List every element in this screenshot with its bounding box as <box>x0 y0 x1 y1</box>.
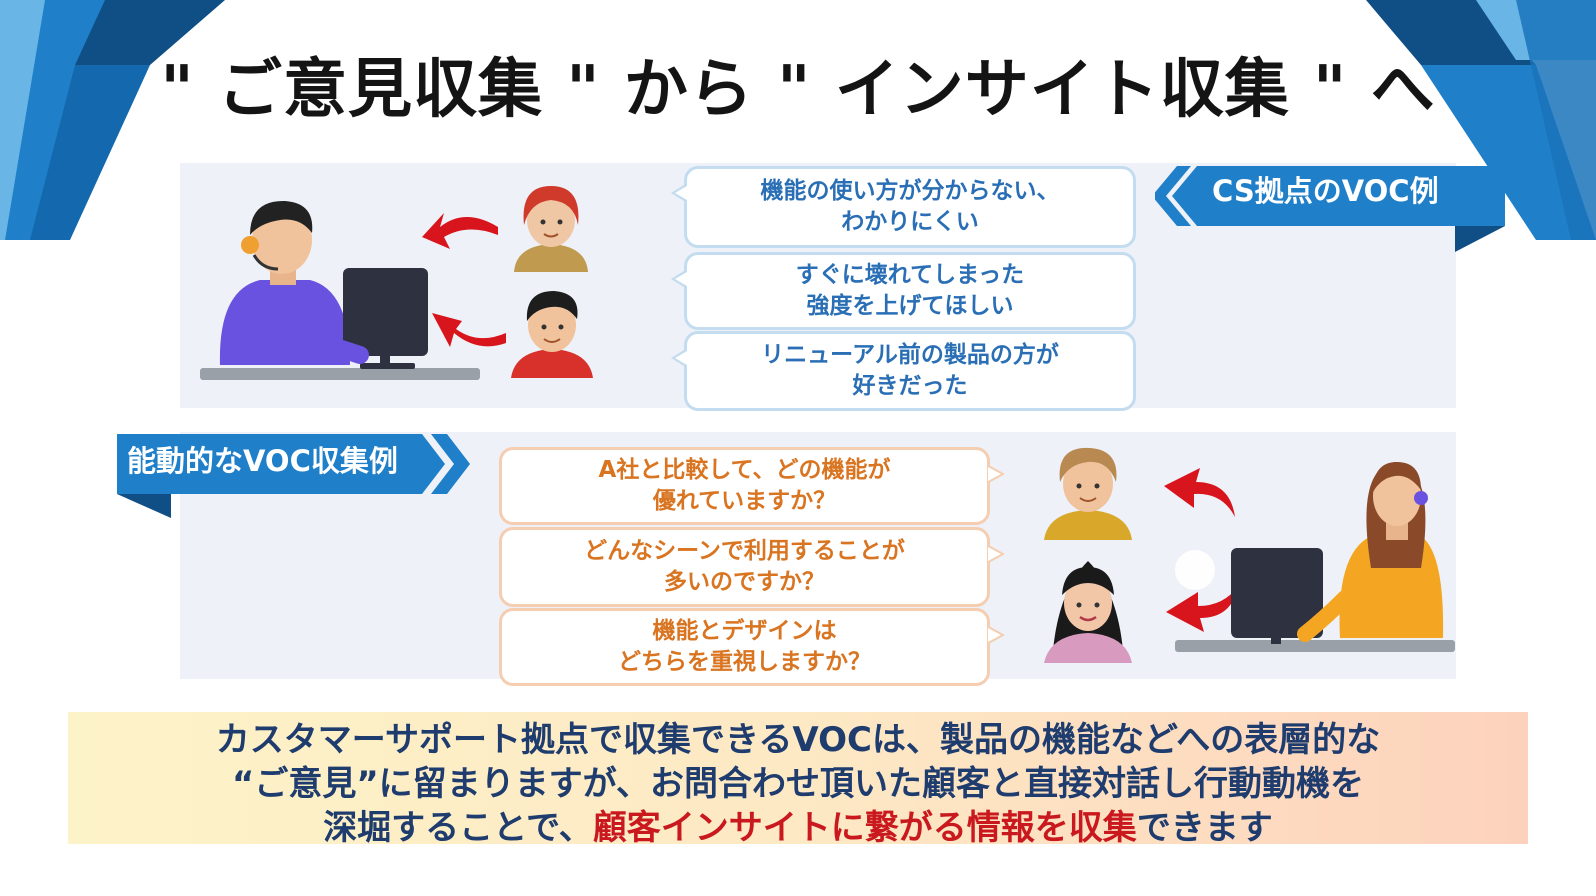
active-voc-bubble-1: A社と比較して、どの機能が優れていますか？ <box>499 447 1005 525</box>
cs-voc-bubble-3: リニューアル前の製品の方が好きだった <box>671 331 1136 411</box>
bubble-line: すぐに壊れてしまった <box>795 262 1025 288</box>
cs-voc-tag-ribbon <box>1155 166 1505 252</box>
customer-woman-avatar <box>514 186 588 272</box>
bubble-line: 多いのですか？ <box>663 569 825 595</box>
support-operator-illustration <box>200 200 480 380</box>
bubble-line: 好きだった <box>852 373 968 399</box>
bubble-line: A社と比較して、どの機能が <box>598 457 891 483</box>
active-voc-bubble-2: どんなシーンで利用することが多いのですか？ <box>499 527 1005 607</box>
bubble-line: どんなシーンで利用することが <box>584 538 905 564</box>
speech-tail <box>987 625 1005 645</box>
active-voc-tag-label: 能動的なVOC収集例 <box>127 444 398 478</box>
summary-line-2: “ご意見”に留まりますが、お問合わせ頂いた顧客と直接対話し行動動機を <box>231 764 1364 804</box>
speech-tail <box>987 544 1005 564</box>
customer-woman-black-hair-avatar <box>1044 561 1132 663</box>
summary-line-3-suffix: できます <box>1136 808 1273 848</box>
cs-voc-bubble-1: 機能の使い方が分からない、わかりにくい <box>671 166 1136 248</box>
speech-tail <box>671 183 687 203</box>
cs-voc-bubble-2: すぐに壊れてしまった強度を上げてほしい <box>671 252 1136 330</box>
customer-young-man-avatar <box>1044 447 1132 540</box>
cs-voc-tag-label: CS拠点のVOC例 <box>1212 174 1439 208</box>
right-corner-decoration <box>1366 0 1596 240</box>
customer-man-avatar <box>511 291 593 378</box>
speech-tail <box>671 269 687 289</box>
support-operator-woman-illustration <box>1175 462 1455 652</box>
left-corner-decoration <box>0 0 225 240</box>
bubble-line: 機能とデザインは <box>652 618 837 644</box>
summary-line-3-prefix: 深堀することで、 <box>323 808 593 848</box>
active-voc-bubble-3: 機能とデザインはどちらを重視しますか？ <box>499 608 1005 686</box>
summary-box: カスタマーサポート拠点で収集できるVOCは、製品の機能などへの表層的な “ご意見… <box>68 712 1528 848</box>
speech-tail <box>671 348 687 368</box>
speech-tail <box>987 464 1005 484</box>
page-title: " ご意見収集 " から " インサイト収集 " へ <box>160 53 1436 127</box>
arrow-to-operator-2-icon <box>432 313 506 347</box>
active-voc-tag-ribbon <box>117 434 470 518</box>
bubble-line: 強度を上げてほしい <box>806 293 1014 319</box>
summary-line-3: 深堀することで、顧客インサイトに繋がる情報を収集できます <box>68 800 1528 849</box>
bubble-line: どちらを重視しますか？ <box>618 649 871 675</box>
bubble-line: リニューアル前の製品の方が <box>761 342 1059 368</box>
arrow-to-operator-1-icon <box>422 213 498 249</box>
bubble-line: 機能の使い方が分からない、 <box>760 178 1060 204</box>
summary-line-1: カスタマーサポート拠点で収集できるVOCは、製品の機能などへの表層的な <box>215 720 1381 760</box>
bubble-line: 優れていますか？ <box>652 488 837 514</box>
arrow-to-customer-1-icon <box>1164 468 1235 517</box>
arrow-to-customer-2-icon <box>1166 586 1238 632</box>
bubble-line: わかりにくい <box>841 209 979 235</box>
summary-highlight: 顧客インサイトに繋がる情報を収集 <box>592 808 1137 848</box>
